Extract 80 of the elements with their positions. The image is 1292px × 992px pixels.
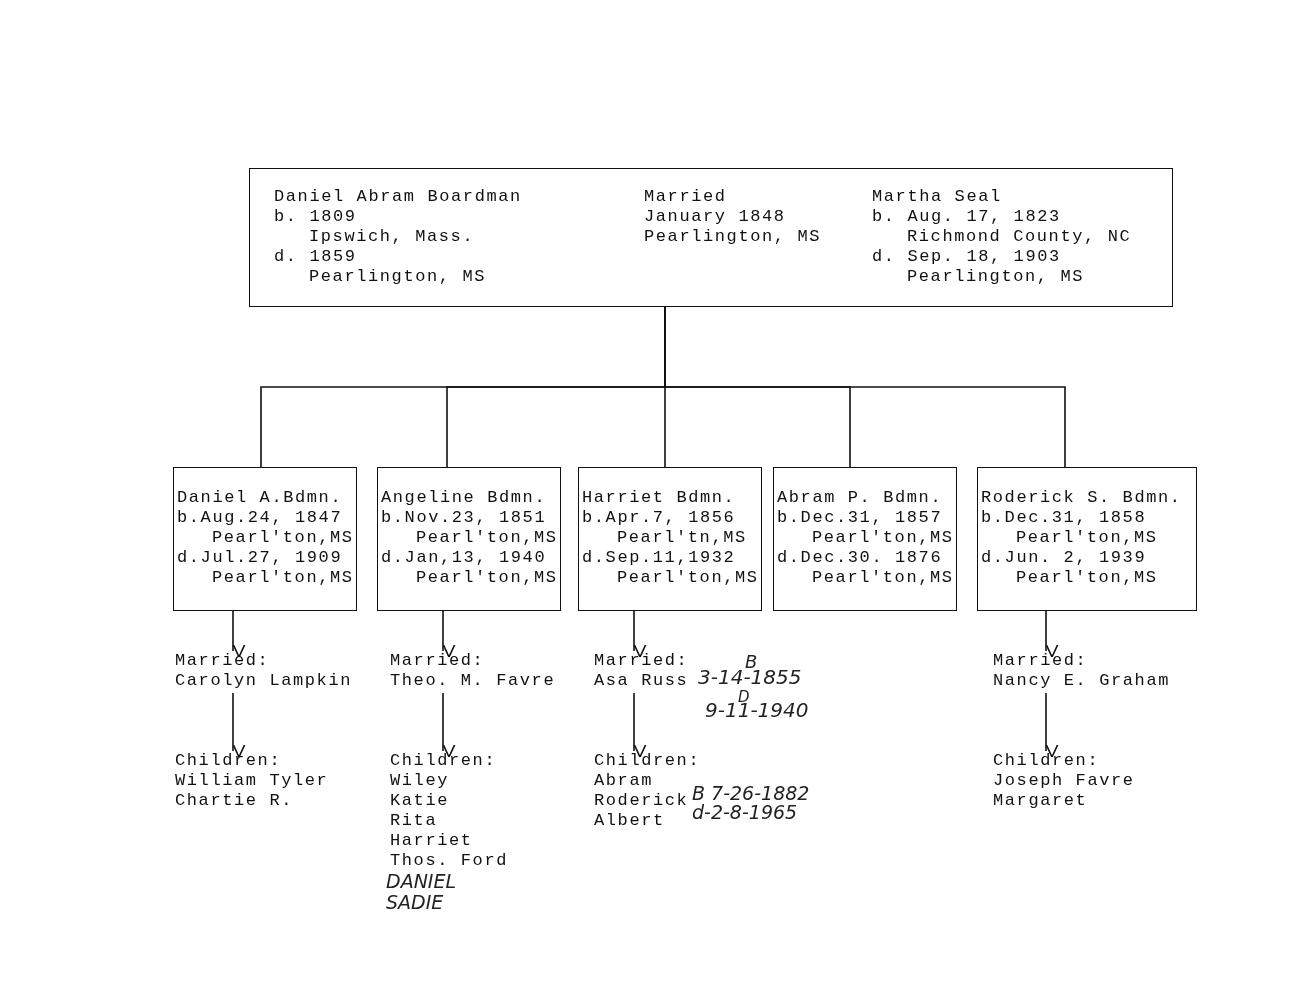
arrow: [633, 610, 647, 658]
record-line: Ipswich, Mass.: [308, 227, 475, 247]
record-line: Margaret: [993, 791, 1088, 811]
record-line: Katie: [390, 791, 449, 811]
handwritten-note: B 7-26-1882: [692, 784, 810, 803]
record-line: b. 1809: [274, 207, 357, 227]
record-line: Carolyn Lampkin: [175, 671, 353, 691]
record-box: [173, 467, 357, 611]
record-line: Chartie R.: [175, 791, 294, 811]
record-line: Children:: [993, 751, 1100, 771]
arrow: [442, 692, 456, 758]
record-line: Wiley: [390, 771, 449, 791]
record-box: [977, 467, 1197, 611]
record-line: Abram P. Bdmn.: [777, 488, 943, 508]
record-line: b.Apr.7, 1856: [582, 508, 736, 528]
record-line: Pearl'ton,MS: [211, 568, 354, 588]
record-line: b.Nov.23, 1851: [381, 508, 547, 528]
record-line: Married:: [594, 651, 689, 671]
record-line: Married:: [175, 651, 270, 671]
record-line: d. 1859: [274, 247, 357, 267]
record-line: Married: [644, 187, 727, 207]
record-line: d.Jan,13, 1940: [381, 548, 547, 568]
record-line: Married:: [390, 651, 485, 671]
record-line: Nancy E. Graham: [993, 671, 1171, 691]
arrow: [1045, 692, 1059, 758]
record-box: [773, 467, 957, 611]
record-line: Pearl'ton,MS: [811, 568, 954, 588]
record-box: [249, 168, 1173, 307]
arrow: [232, 610, 246, 658]
record-line: Daniel A.Bdmn.: [177, 488, 343, 508]
record-line: b. Aug. 17, 1823: [872, 207, 1061, 227]
record-line: Roderick: [594, 791, 689, 811]
record-line: Harriet: [390, 831, 473, 851]
record-line: Children:: [594, 751, 701, 771]
record-line: William Tyler: [175, 771, 329, 791]
record-line: Married:: [993, 651, 1088, 671]
record-line: Pearl'ton,MS: [1015, 568, 1158, 588]
record-line: Pearl'ton,MS: [211, 528, 354, 548]
record-line: d. Sep. 18, 1903: [872, 247, 1061, 267]
record-line: b.Dec.31, 1858: [981, 508, 1147, 528]
record-box: [578, 467, 762, 611]
record-line: b.Dec.31, 1857: [777, 508, 943, 528]
record-line: Pearl'ton,MS: [811, 528, 954, 548]
arrow: [442, 610, 456, 658]
handwritten-note: d-2-8-1965: [692, 803, 798, 822]
record-line: Pearlington, MS: [308, 267, 487, 287]
handwritten-note: SADIE: [386, 893, 444, 912]
record-line: Pearl'ton,MS: [415, 528, 558, 548]
record-line: d.Jul.27, 1909: [177, 548, 343, 568]
record-line: Joseph Favre: [993, 771, 1135, 791]
record-line: Harriet Bdmn.: [582, 488, 736, 508]
record-line: Children:: [390, 751, 497, 771]
record-line: Theo. M. Favre: [390, 671, 556, 691]
record-line: Thos. Ford: [390, 851, 509, 871]
record-line: Children:: [175, 751, 282, 771]
record-line: Angeline Bdmn.: [381, 488, 547, 508]
arrow: [232, 692, 246, 758]
record-line: Abram: [594, 771, 653, 791]
record-line: Pearl'ton,MS: [415, 568, 558, 588]
record-line: Asa Russ: [594, 671, 689, 691]
record-line: b.Aug.24, 1847: [177, 508, 343, 528]
record-line: Martha Seal: [872, 187, 1002, 207]
record-line: Daniel Abram Boardman: [274, 187, 522, 207]
record-line: d.Sep.11,1932: [582, 548, 736, 568]
record-line: d.Dec.30. 1876: [777, 548, 943, 568]
record-line: Pearlington, MS: [906, 267, 1085, 287]
record-line: Richmond County, NC: [906, 227, 1132, 247]
record-line: Albert: [594, 811, 665, 831]
record-line: January 1848: [644, 207, 786, 227]
record-line: Pearl'ton,MS: [1015, 528, 1158, 548]
record-line: Pearlington, MS: [644, 227, 822, 247]
record-line: Rita: [390, 811, 438, 831]
handwritten-note: DANIEL: [386, 872, 457, 891]
record-line: Pearl'ton,MS: [616, 568, 759, 588]
arrow: [633, 692, 647, 758]
record-line: Roderick S. Bdmn.: [981, 488, 1182, 508]
arrow: [1045, 610, 1059, 658]
record-line: Pearl'tn,MS: [616, 528, 747, 548]
record-box: [377, 467, 561, 611]
record-line: d.Jun. 2, 1939: [981, 548, 1147, 568]
